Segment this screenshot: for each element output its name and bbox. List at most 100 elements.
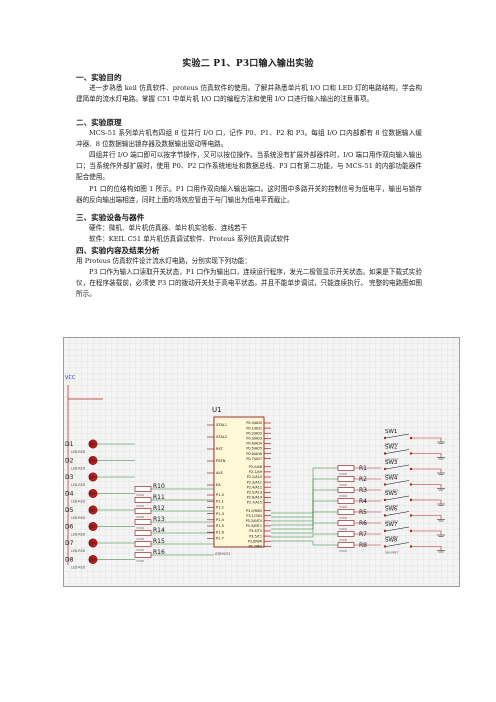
svg-text:330R: 330R xyxy=(339,549,347,553)
principle-paragraph-3: P1 口的位结构如图 1 所示。P1 口用作双向输入输出端口。这时图中多路开关的… xyxy=(76,185,422,204)
pin-label: P0.1/AD1 xyxy=(246,426,262,430)
svg-text:D3: D3 xyxy=(65,474,74,481)
svg-text:LED-RED: LED-RED xyxy=(71,549,86,553)
pin-label: P2.5/A13 xyxy=(247,491,262,495)
pin-label: P1.3 xyxy=(216,512,224,516)
svg-text:SW8: SW8 xyxy=(385,538,398,544)
svg-text:SW2: SW2 xyxy=(385,445,397,451)
svg-text:SW-SPST: SW-SPST xyxy=(385,535,398,539)
svg-text:SW5: SW5 xyxy=(385,491,398,497)
content-intro: 用 Proteus 仿真软件设计流水灯电路，分别实现下列功能： xyxy=(76,257,251,265)
pin-label: P3.5/T1 xyxy=(249,534,262,538)
pin-label: P2.3/A11 xyxy=(247,480,262,484)
pin-label: ALE xyxy=(216,471,223,475)
svg-text:330R: 330R xyxy=(339,505,347,509)
svg-text:R10: R10 xyxy=(153,483,165,490)
svg-text:330R: 330R xyxy=(136,537,144,541)
pin-label: PSEN xyxy=(216,459,226,463)
svg-text:SW3: SW3 xyxy=(385,460,398,466)
pin-label: P2.4/A12 xyxy=(247,485,262,489)
svg-text:D4: D4 xyxy=(65,491,74,498)
pin-label: P3.7/RD xyxy=(248,545,262,549)
svg-text:R16: R16 xyxy=(153,549,165,556)
svg-text:330R: 330R xyxy=(136,559,144,563)
svg-text:R15: R15 xyxy=(153,538,165,545)
led-column: D1LED-REDD2LED-REDD3LED-REDD4LED-REDD5LE… xyxy=(65,439,135,570)
section-heading-principle: 二、实验原理 xyxy=(76,118,122,127)
vcc-label: VCC xyxy=(65,375,76,381)
svg-text:330R: 330R xyxy=(339,472,347,476)
pin-label: P3.2/INT0 xyxy=(246,519,262,523)
svg-text:D8: D8 xyxy=(65,557,74,564)
switch-column: SW1SW-SPSTSW2SW-SPSTSW3SW-SPSTSW4SW-SPST… xyxy=(383,429,445,555)
svg-text:R11: R11 xyxy=(153,494,165,501)
svg-text:SW-SPST: SW-SPST xyxy=(385,551,398,555)
section-heading-purpose: 一、实验目的 xyxy=(76,73,122,82)
pin-label: P0.3/AD3 xyxy=(246,437,262,441)
pin-label: P3.3/INT1 xyxy=(246,524,262,528)
svg-text:LED-RED: LED-RED xyxy=(71,516,86,520)
pin-label: P1.7 xyxy=(216,537,224,541)
pin-label: XTAL2 xyxy=(216,435,227,439)
pin-label: P1.1 xyxy=(216,499,224,503)
pin-label: P2.1/A9 xyxy=(249,470,262,474)
pin-label: P2.6/A14 xyxy=(247,496,262,500)
svg-text:R4: R4 xyxy=(359,498,367,505)
svg-text:R1: R1 xyxy=(359,465,367,472)
svg-text:330R: 330R xyxy=(136,504,144,508)
pin-label: EA xyxy=(216,483,221,487)
pin-label: P0.5/AD5 xyxy=(246,447,262,451)
svg-text:SW6: SW6 xyxy=(385,507,398,513)
svg-text:R8: R8 xyxy=(359,542,367,549)
resistor-r16: R16 330R xyxy=(134,549,214,563)
pin-label: P2.2/A10 xyxy=(247,475,262,479)
svg-text:SW-SPST: SW-SPST xyxy=(385,442,398,446)
pin-label: P0.0/AD0 xyxy=(246,421,262,425)
svg-text:330R: 330R xyxy=(339,494,347,498)
svg-text:LED-RED: LED-RED xyxy=(71,467,86,471)
page-title: 实验二 P1、P3口输入输出实验 xyxy=(182,59,314,69)
pin-label: P0.4/AD4 xyxy=(246,442,262,446)
svg-text:LED-RED: LED-RED xyxy=(71,533,86,537)
section-heading-equipment: 三、实验设备与器件 xyxy=(76,213,145,222)
pin-label: P3.0/RXD xyxy=(246,509,262,513)
svg-text:330R: 330R xyxy=(339,527,347,531)
pin-label: P2.0/A8 xyxy=(249,465,262,469)
svg-text:330R: 330R xyxy=(339,483,347,487)
resistor-r6: R6 330R xyxy=(271,520,381,534)
svg-text:LED-RED: LED-RED xyxy=(71,566,86,570)
svg-text:330R: 330R xyxy=(136,526,144,530)
software-line: 软件：KEIL C51 单片机仿真调试软件、Proteus 系列仿真调试软件 xyxy=(89,235,290,243)
svg-text:LED-RED: LED-RED xyxy=(71,483,86,487)
svg-text:D2: D2 xyxy=(65,458,74,465)
svg-text:D7: D7 xyxy=(65,540,74,547)
svg-text:R2: R2 xyxy=(359,476,367,483)
svg-text:LED-RED: LED-RED xyxy=(71,500,86,504)
hardware-line: 硬件：微机、单片机仿真器、单片机实验板、连线若干 xyxy=(89,224,248,232)
svg-text:SW4: SW4 xyxy=(385,476,398,482)
svg-text:SW-SPST: SW-SPST xyxy=(385,489,398,493)
resistor-r14: R14 330R xyxy=(134,527,214,541)
svg-text:R14: R14 xyxy=(153,527,165,534)
pin-label: P3.6/WR xyxy=(248,539,263,543)
svg-text:SW-SPST: SW-SPST xyxy=(385,473,398,477)
svg-text:R6: R6 xyxy=(359,520,367,527)
mcu-ref: U1 xyxy=(212,406,222,414)
resistor-r15: R15 330R xyxy=(134,538,214,552)
pin-label: P0.6/AD6 xyxy=(246,452,262,456)
svg-text:SW-SPST: SW-SPST xyxy=(385,458,398,462)
resistor-r8: R8 330R xyxy=(271,540,381,553)
